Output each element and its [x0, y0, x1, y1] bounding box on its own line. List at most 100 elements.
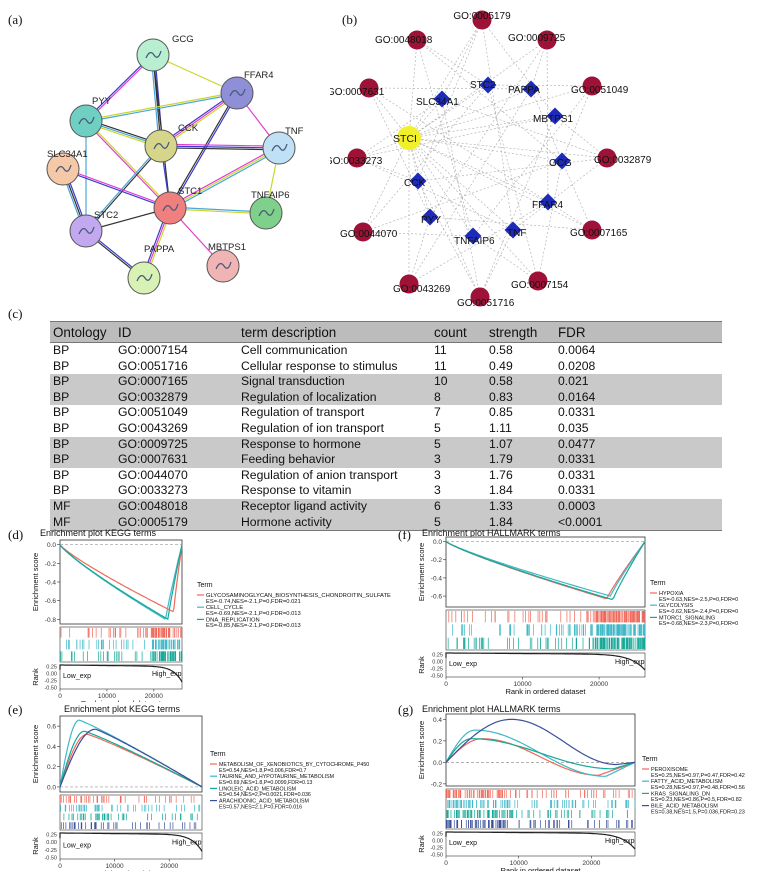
rank-tick-label: 0.25	[46, 664, 57, 670]
table-cell-ontology: BP	[53, 467, 70, 482]
legend-series-name: KRAS_SIGNALING_DN	[651, 791, 710, 797]
table-cell-strength: 1.84	[489, 483, 513, 498]
y-tick-label: 0.6	[47, 724, 56, 731]
protein-structure-icon	[55, 164, 72, 173]
go-edge	[408, 88, 532, 139]
col-header-ontology: Ontology	[50, 321, 115, 343]
x-axis-label: Rank in ordered dataset	[81, 699, 162, 702]
series-line	[59, 544, 183, 613]
string-node-mbtps1	[206, 249, 240, 283]
table-cell-id: GO:0009725	[115, 436, 238, 453]
string-edge	[84, 121, 170, 210]
table-cell-count: 7	[434, 405, 441, 420]
legend-series-name: PEROXISOME	[651, 767, 688, 773]
go-term-label: GO:0032879	[594, 155, 652, 166]
y-tick-label: -0.6	[431, 594, 443, 601]
go-edge	[368, 87, 532, 90]
center-gene-node	[397, 126, 421, 150]
legend-title: Term	[650, 580, 666, 587]
x-tick-label: 10000	[510, 860, 528, 867]
go-edge	[429, 39, 548, 218]
go-edge	[546, 39, 549, 203]
go-edge	[441, 98, 608, 159]
y-tick-label: 0.0	[47, 542, 56, 549]
gene-label: TNF	[507, 228, 526, 239]
table-cell-term: Regulation of ion transport	[241, 420, 384, 435]
rank-curve	[59, 832, 203, 852]
string-node-label: GCG	[172, 34, 194, 45]
go-edge	[416, 39, 563, 162]
string-node-circle	[249, 196, 283, 230]
table-cell-ontology: MF	[50, 498, 115, 515]
go-edge	[408, 88, 532, 285]
table-cell-count: 11	[434, 343, 447, 357]
hit-marks	[452, 624, 646, 636]
rank-axis-label: Rank	[417, 656, 426, 674]
series-line	[445, 738, 636, 770]
y-axis-label: Enrichment score	[31, 725, 40, 783]
string-edge	[169, 147, 280, 209]
go-edge	[441, 98, 481, 298]
series-line	[445, 541, 646, 601]
plot-area	[59, 539, 183, 625]
table-cell-id: GO:0051049	[118, 405, 188, 420]
rank-panel	[59, 664, 183, 690]
string-node-label: STC2	[94, 210, 118, 221]
go-edge	[408, 39, 418, 139]
string-node-circle	[220, 76, 254, 110]
table-cell-id: GO:0005179	[115, 514, 238, 532]
string-edge	[161, 143, 280, 147]
table-cell-fdr: 0.0331	[558, 405, 596, 420]
go-edge	[408, 137, 419, 182]
table-cell-id: GO:0044070	[118, 467, 188, 482]
plot-area	[445, 536, 646, 608]
string-edge	[160, 147, 279, 151]
legend-series-stats: ES=-0.63,NES=-2.5,P=0,FDR=0	[659, 597, 738, 603]
series-line	[59, 544, 183, 621]
chart-title: Enrichment plot KEGG terms	[64, 704, 181, 714]
string-node-label: TNF	[285, 126, 304, 137]
hit-marks	[60, 804, 201, 812]
gene-label: CCK	[404, 178, 425, 189]
string-node-label: PYY	[92, 96, 112, 107]
table-cell-id: GO:0007165	[115, 374, 238, 390]
legend-series-name: ARACHIDONIC_ACID_METABOLISM	[219, 799, 309, 805]
rank-tick-label: 0.00	[432, 838, 443, 844]
gene-node	[504, 221, 522, 239]
table-cell-ontology: BP	[53, 343, 70, 357]
string-node-slc34a1	[46, 152, 80, 186]
rank-curve	[445, 831, 636, 850]
hit-marks	[66, 639, 181, 650]
go-edge	[362, 84, 489, 233]
go-term-label: GO:0044070	[340, 229, 398, 240]
rank-panel	[445, 831, 636, 857]
hit-marks	[446, 790, 633, 798]
rank-tick-label: 0.25	[432, 831, 443, 837]
string-node-label: SLC34A1	[47, 149, 88, 160]
string-node-label: CCK	[178, 123, 199, 134]
rank-curve	[59, 664, 183, 683]
rank-tick-label: 0.00	[46, 840, 57, 846]
table-cell-strength: 0.83	[486, 389, 555, 406]
panel-label-b: (b)	[342, 12, 358, 27]
table-cell-strength: 1.84	[486, 514, 555, 532]
protein-structure-icon	[78, 116, 95, 125]
gene-label: GCG	[549, 158, 572, 169]
go-term-node	[407, 30, 427, 50]
table-cell-term: Receptor ligand activity	[238, 498, 431, 515]
y-tick-label: -0.2	[431, 557, 443, 564]
y-tick-label: -0.4	[45, 580, 57, 587]
go-term-label: GO:0043269	[393, 284, 451, 295]
legend-series-stats: ES=0.69,NES=1.8,P=0.0099,FDR=0.13	[219, 780, 312, 786]
gene-label: FFAR4	[532, 200, 564, 211]
table-cell-fdr: 0.0331	[555, 452, 722, 468]
string-edge	[84, 145, 161, 231]
rank-axis-label: Rank	[417, 835, 426, 853]
rank-axis-label: Rank	[31, 668, 40, 686]
chart-title: Enrichment plot KEGG terms	[40, 528, 157, 538]
go-edge	[368, 87, 549, 203]
gene-node	[464, 227, 482, 245]
go-edge	[472, 235, 539, 282]
gene-node	[546, 107, 564, 125]
